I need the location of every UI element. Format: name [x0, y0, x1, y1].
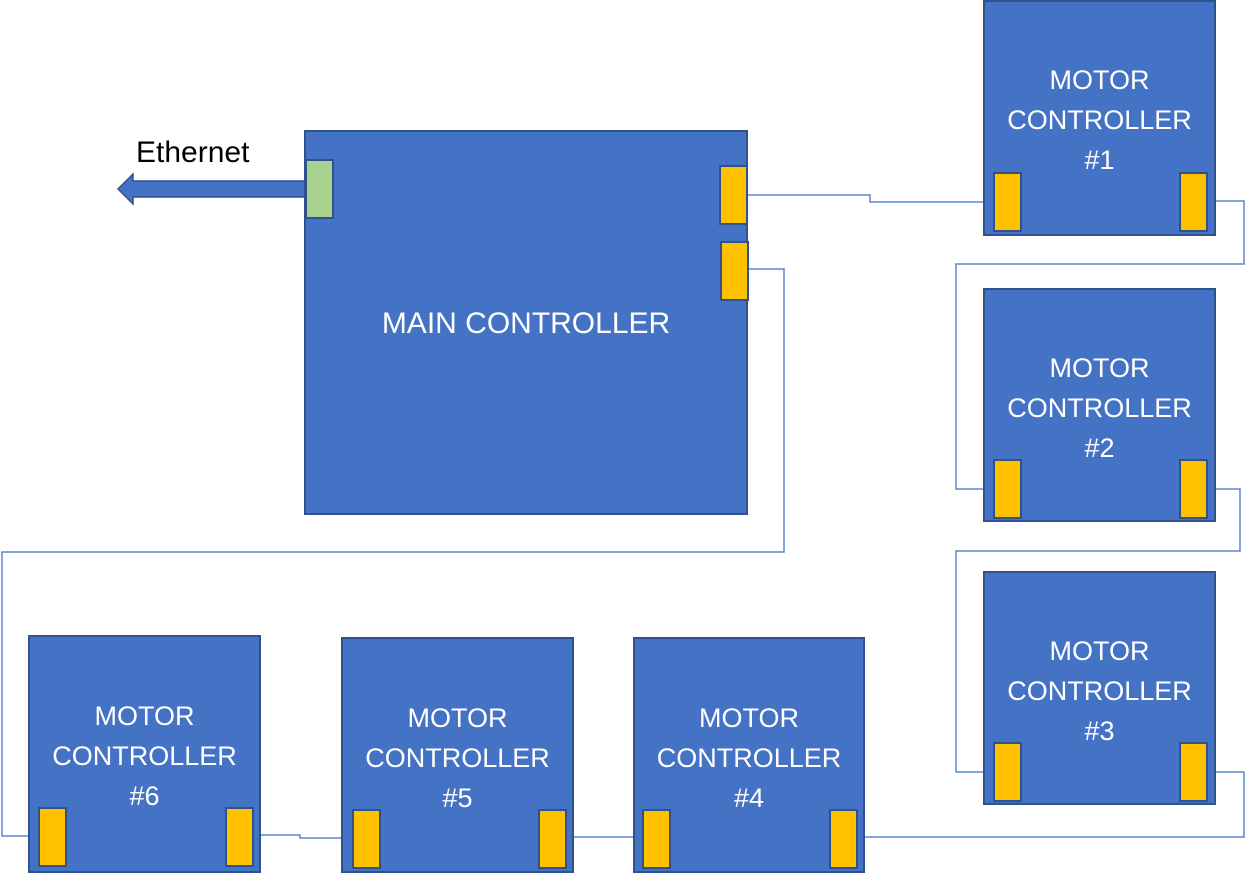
- wire-mc5-to-mc6: [252, 834, 352, 839]
- main-controller[interactable]: MAIN CONTROLLER: [304, 130, 749, 515]
- motor-controller-6[interactable]: MOTOR CONTROLLER #6: [28, 635, 261, 873]
- motor-controller-6-port-left[interactable]: [38, 807, 67, 867]
- wire-mc3-to-mc4: [857, 771, 1245, 838]
- wire-mc2-to-mc3: [955, 488, 1241, 773]
- ethernet-port[interactable]: [305, 159, 334, 219]
- motor-controller-3-label: MOTOR CONTROLLER #3: [1007, 636, 1192, 746]
- wire-main-to-mc1: [746, 194, 993, 203]
- motor-controller-5-label: MOTOR CONTROLLER #5: [365, 703, 550, 813]
- motor-controller-2[interactable]: MOTOR CONTROLLER #2: [983, 288, 1216, 522]
- motor-controller-3-port-left[interactable]: [993, 742, 1022, 802]
- main-controller-port-2[interactable]: [720, 241, 749, 301]
- motor-controller-5[interactable]: MOTOR CONTROLLER #5: [341, 637, 574, 873]
- motor-controller-1[interactable]: MOTOR CONTROLLER #1: [983, 0, 1216, 236]
- ethernet-label: Ethernet: [136, 136, 250, 169]
- motor-controller-1-port-right[interactable]: [1179, 172, 1208, 232]
- motor-controller-4[interactable]: MOTOR CONTROLLER #4: [633, 637, 865, 873]
- ethernet-arrow-icon: [116, 172, 307, 206]
- motor-controller-3[interactable]: MOTOR CONTROLLER #3: [983, 571, 1216, 805]
- motor-controller-5-port-right[interactable]: [538, 809, 567, 869]
- motor-controller-6-port-right[interactable]: [225, 807, 254, 867]
- motor-controller-2-port-right[interactable]: [1179, 459, 1208, 519]
- motor-controller-4-port-left[interactable]: [642, 809, 671, 869]
- main-controller-label: MAIN CONTROLLER: [381, 307, 671, 340]
- motor-controller-3-port-right[interactable]: [1179, 742, 1208, 802]
- motor-controller-6-label: MOTOR CONTROLLER #6: [52, 701, 237, 811]
- motor-controller-4-label: MOTOR CONTROLLER #4: [656, 703, 842, 813]
- motor-controller-2-label: MOTOR CONTROLLER #2: [1007, 353, 1192, 463]
- wire-mc1-to-mc2: [955, 200, 1245, 490]
- motor-controller-1-port-left[interactable]: [993, 172, 1022, 232]
- motor-controller-1-label: MOTOR CONTROLLER #1: [1007, 65, 1192, 175]
- main-controller-port-1[interactable]: [719, 165, 748, 225]
- motor-controller-5-port-left[interactable]: [352, 809, 381, 869]
- wire-main-to-mc6: [1, 268, 785, 837]
- motor-controller-2-port-left[interactable]: [993, 459, 1022, 519]
- motor-controller-4-port-right[interactable]: [829, 809, 858, 869]
